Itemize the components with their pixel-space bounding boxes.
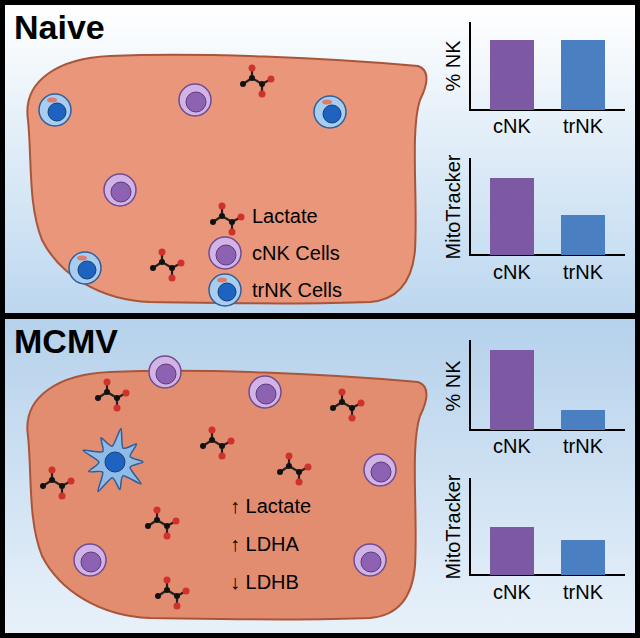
- axis-label: MitoTracker: [442, 475, 464, 580]
- panel-title: Naive: [5, 5, 105, 46]
- lactate-molecule: [40, 467, 75, 500]
- bar-label: trNK: [563, 261, 603, 283]
- legend-text: trNK Cells: [252, 279, 342, 301]
- panel: Naive: [5, 5, 635, 313]
- bar-label: trNK: [563, 115, 603, 137]
- lactate-molecule: [95, 379, 130, 412]
- lactate-molecule: [210, 203, 245, 236]
- lactate-molecule: [145, 507, 180, 540]
- legend-text: cNK Cells: [252, 242, 340, 264]
- liver: [27, 371, 426, 620]
- lactate-molecule: [277, 453, 312, 486]
- cnk-cell: [149, 356, 181, 388]
- cnk-cell: [74, 544, 106, 576]
- change-note: ↑ LDHA: [230, 533, 299, 555]
- cnk-cell: [249, 376, 281, 408]
- trnk-cell: [314, 96, 346, 128]
- panel: MCMV: [5, 319, 635, 633]
- bar-label: cNK: [493, 261, 531, 283]
- axis-label: % NK: [442, 40, 464, 91]
- activated-trnk-cell: [83, 429, 143, 492]
- trnk-cell: [209, 274, 241, 306]
- trnk-cell: [69, 252, 101, 284]
- panel-ground: [5, 319, 635, 633]
- axis-label: MitoTracker: [442, 155, 464, 260]
- lactate-molecule: [200, 427, 235, 460]
- bars: [490, 40, 605, 575]
- bar-label: cNK: [493, 435, 531, 457]
- lactate-molecule: [155, 577, 190, 610]
- panel-ground: [5, 5, 635, 313]
- bar-label: cNK: [493, 581, 531, 603]
- lactate-molecule: [330, 389, 365, 422]
- lactate-molecule: [240, 65, 275, 98]
- panel-title: MCMV: [5, 319, 118, 360]
- cnk-cell: [104, 174, 136, 206]
- cnk-cell: [179, 84, 211, 116]
- bar-label: cNK: [493, 115, 531, 137]
- lactate-molecule: [150, 249, 185, 282]
- chart-axes: [470, 22, 625, 575]
- trnk-cell: [39, 94, 71, 126]
- axis-label: % NK: [442, 360, 464, 411]
- cnk-cell: [209, 237, 241, 269]
- bar-label: trNK: [563, 435, 603, 457]
- cnk-cell: [354, 544, 386, 576]
- change-note: ↓ LDHB: [230, 571, 299, 593]
- change-note: ↑ Lactate: [230, 495, 311, 517]
- bar-label: trNK: [563, 581, 603, 603]
- liver: [27, 55, 426, 304]
- cnk-cell: [364, 454, 396, 486]
- legend-text: Lactate: [252, 205, 318, 227]
